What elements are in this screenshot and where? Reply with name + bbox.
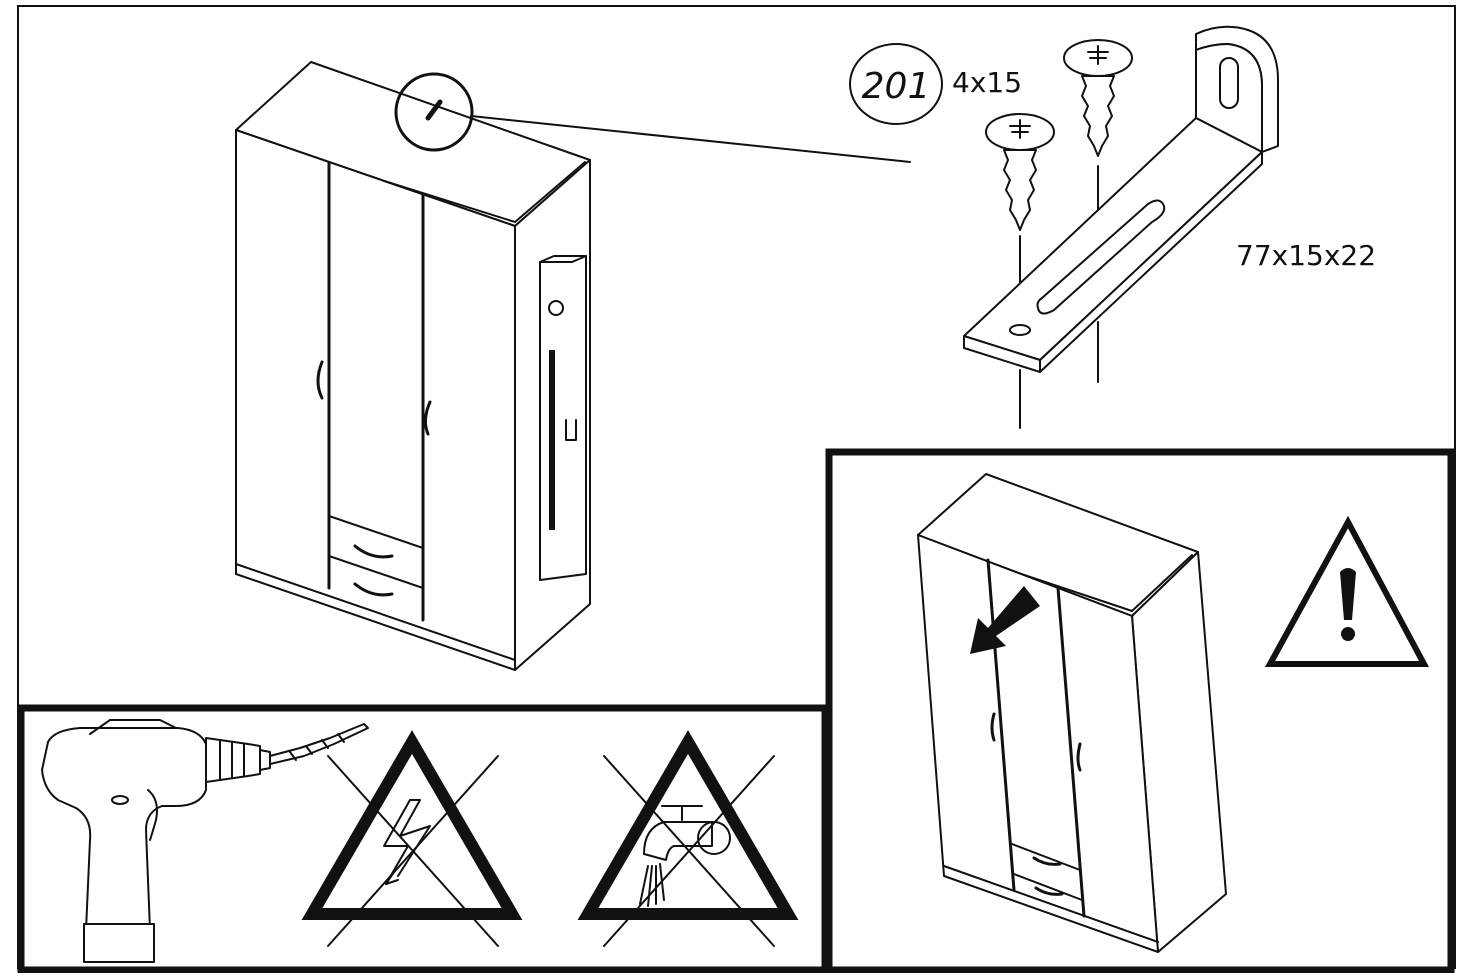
screw-icon <box>1063 39 1133 383</box>
no-water-pipes-icon <box>577 730 799 947</box>
l-bracket-icon <box>963 25 1279 373</box>
drawer-handle-lower <box>353 582 394 597</box>
screw-size-label: 4x15 <box>952 66 1022 99</box>
part-number-label: 201 <box>862 66 931 107</box>
drawer-handle-upper <box>353 544 394 559</box>
wall-bracket-side-view <box>539 255 587 581</box>
part-number-badge: 201 <box>849 43 943 125</box>
tip-direction-arrow-icon <box>970 586 1040 654</box>
door-handle-right <box>423 400 432 436</box>
door-handle-left <box>316 360 324 400</box>
warning-sign-icon <box>1264 515 1430 667</box>
bracket-size-label: 77x15x22 <box>1236 239 1376 272</box>
no-electrical-cables-icon <box>301 730 523 947</box>
drill-icon <box>41 719 369 963</box>
warning-panel-frame <box>17 704 829 974</box>
wardrobe-tipping <box>917 473 1227 953</box>
wardrobe-main <box>235 61 911 671</box>
detail-callout <box>394 72 911 163</box>
